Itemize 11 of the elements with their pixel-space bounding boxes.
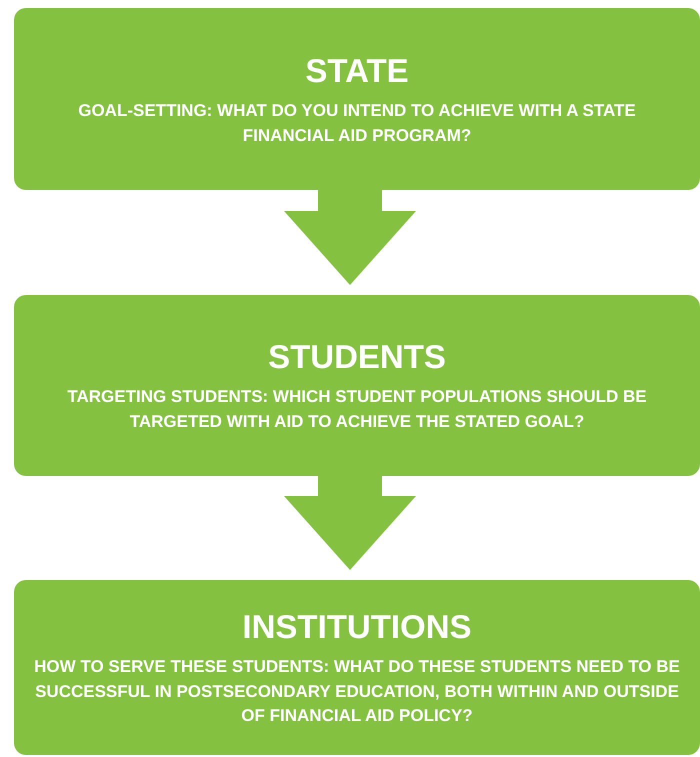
process-box: [14, 580, 700, 755]
box-title: STUDENTS: [268, 337, 446, 378]
process-box: [14, 8, 700, 190]
block-arrow: [284, 190, 416, 285]
process-box: [14, 295, 700, 476]
box-description: GOAL-SETTING: WHAT DO YOU INTEND TO ACHIEVE WITH A STATE FINANCIAL AID PROGRAM?: [77, 100, 637, 147]
block-arrow: [284, 476, 416, 570]
box-description: TARGETING STUDENTS: WHICH STUDENT POPULATIONS SHOULD BE TARGETED WITH AID TO ACHIEVE THE STATED GOAL?: [66, 386, 648, 434]
box-description: HOW TO SERVE THESE STUDENTS: WHAT DO THESE STUDENTS NEED TO BE SUCCESSFUL IN POSTSECONDARY EDUCATION, BOTH WITHIN AND OUTSIDE OF FINANCIAL AID POLICY?: [33, 656, 681, 728]
box-title: INSTITUTIONS: [242, 606, 472, 647]
box-title: STATE: [305, 50, 409, 91]
